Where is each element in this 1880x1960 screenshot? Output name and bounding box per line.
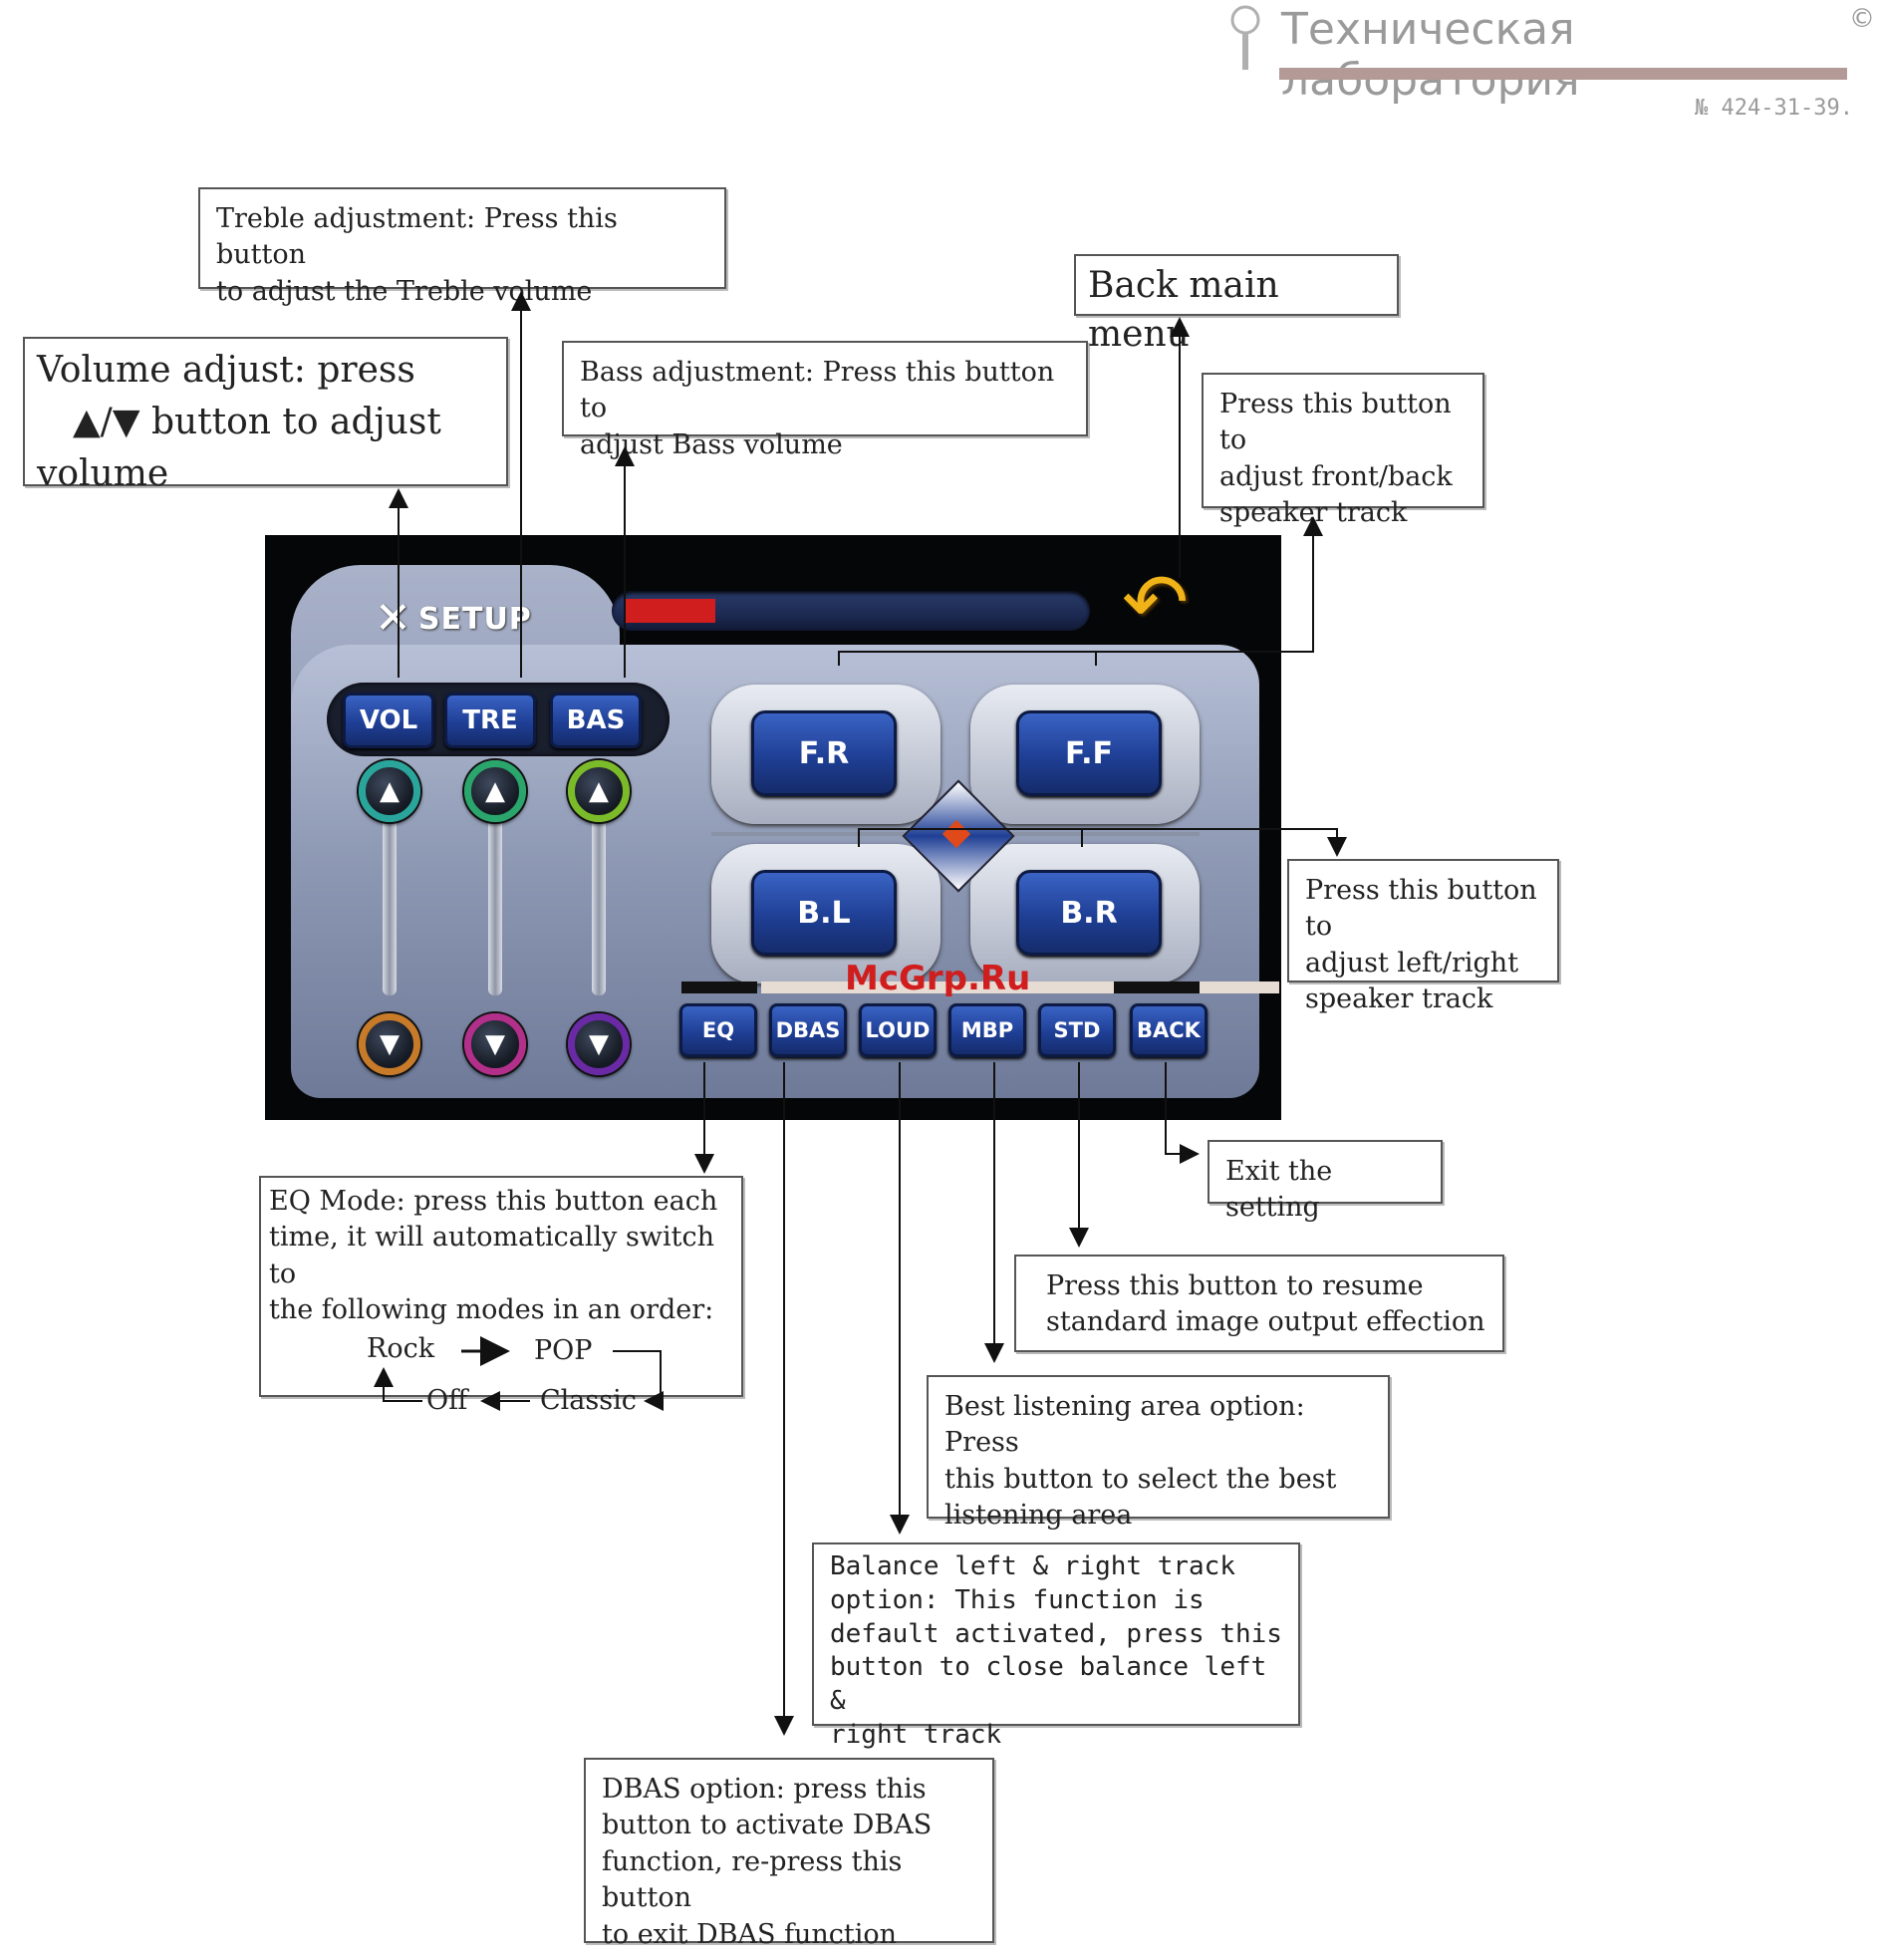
back-arrow-icon[interactable]: ↶: [1122, 556, 1190, 649]
setup-screen: ✕ SETUP ↶ VOL TRE BAS ▲ ▲ ▲ ▼ ▼ ▼ F.R F.…: [265, 535, 1281, 1120]
callout-dbas-line: function, re-press this button: [602, 1845, 903, 1914]
callout-bass: Bass adjustment: Press this button to ad…: [562, 341, 1088, 460]
callout-left-right-line: Press this button to: [1305, 875, 1537, 943]
callout-bass-line: adjust Bass volume: [580, 428, 843, 460]
br-button[interactable]: B.R: [1016, 870, 1162, 956]
bas-button[interactable]: BAS: [550, 693, 642, 748]
vol-slider-track[interactable]: [383, 796, 397, 995]
lab-name: Техническая лаборатория: [1281, 4, 1580, 106]
callout-std-line: standard image output effection: [1046, 1306, 1485, 1338]
loud-button[interactable]: LOUD: [859, 1003, 937, 1057]
bas-up-button[interactable]: ▲: [568, 760, 630, 822]
strip-segment: [1200, 981, 1279, 993]
tre-down-button[interactable]: ▼: [464, 1013, 526, 1075]
callout-back-main-menu: Back main menu: [1074, 254, 1399, 355]
callout-loud-line: option: This function is: [830, 1584, 1205, 1615]
callout-mbp-line: this button to select the best: [944, 1463, 1337, 1495]
callout-treble: Treble adjustment: Press this button to …: [198, 187, 726, 307]
copyright-mark: ©: [1849, 4, 1875, 34]
callout-std: Press this button to resume standard ima…: [1014, 1255, 1504, 1352]
strip-segment: [761, 981, 1114, 993]
callout-front-back-line: adjust front/back: [1219, 460, 1453, 492]
mbp-button[interactable]: MBP: [948, 1003, 1026, 1057]
level-bar: [612, 591, 1090, 631]
setup-label: SETUP: [417, 601, 532, 637]
watermark: McGrp.Ru: [845, 959, 1031, 998]
bl-button[interactable]: B.L: [751, 870, 897, 956]
brand-header: Техническая лаборатория © № 424-31-39.: [1227, 4, 1875, 124]
strip-segment: [1114, 981, 1200, 993]
setup-title: ✕ SETUP: [375, 597, 532, 641]
callout-std-line: Press this button to resume: [1046, 1270, 1424, 1301]
callout-left-right: Press this button to adjust left/right s…: [1287, 859, 1559, 1014]
callout-eq: EQ Mode: press this button each time, it…: [259, 1176, 743, 1416]
tre-button[interactable]: TRE: [444, 693, 536, 748]
callout-eq-line: the following modes in an order:: [269, 1294, 714, 1326]
callout-volume-line: ▲/▼ button to adjust: [73, 402, 441, 443]
callout-loud-line: right track: [830, 1719, 1002, 1750]
fr-button[interactable]: F.R: [751, 710, 897, 796]
callout-volume-line: volume: [37, 453, 169, 495]
speaker-balance-pad: F.R F.F B.L B.R: [711, 685, 1200, 993]
eq-button[interactable]: EQ: [679, 1003, 757, 1057]
callout-eq-line: EQ Mode: press this button each: [269, 1186, 718, 1217]
eq-mode-off: Off: [426, 1384, 468, 1416]
callout-dbas-line: button to activate DBAS: [602, 1810, 933, 1841]
eq-mode-pop: POP: [534, 1334, 593, 1366]
vol-up-button[interactable]: ▲: [359, 760, 420, 822]
callout-front-back-line: speaker track: [1219, 497, 1408, 529]
dbas-button[interactable]: DBAS: [769, 1003, 847, 1057]
brand-rule: [1279, 68, 1847, 80]
callout-loud-line: button to close balance left &: [830, 1652, 1267, 1717]
callout-left-right-line: speaker track: [1305, 983, 1493, 1015]
callout-treble-line: to adjust the Treble volume: [216, 275, 593, 307]
callout-front-back: Press this button to adjust front/back s…: [1202, 373, 1484, 528]
eq-mode-classic: Classic: [540, 1384, 637, 1416]
callout-loud-line: default activated, press this: [830, 1618, 1282, 1649]
callout-dbas-line: DBAS option: press this: [602, 1774, 927, 1805]
phone-number: № 424-31-39.: [1695, 96, 1853, 121]
vol-down-button[interactable]: ▼: [359, 1013, 420, 1075]
level-bar-fill: [626, 599, 716, 623]
ff-button[interactable]: F.F: [1016, 710, 1162, 796]
callout-exit-text: Exit the setting: [1225, 1156, 1333, 1224]
callout-loud-line: Balance left & right track: [830, 1551, 1235, 1581]
eq-cycle-arrows: [374, 1335, 664, 1411]
callout-dbas: DBAS option: press this button to activa…: [584, 1758, 994, 1950]
strip-segment: [681, 981, 757, 993]
back-button[interactable]: BACK: [1130, 1003, 1208, 1057]
callout-left-right-line: adjust left/right: [1305, 947, 1519, 979]
bas-slider-track[interactable]: [592, 796, 606, 995]
callout-treble-line: Treble adjustment: Press this button: [216, 203, 618, 271]
eq-mode-rock: Rock: [367, 1332, 435, 1364]
pin-icon: [1230, 5, 1260, 70]
callout-volume-line: Volume adjust: press: [37, 350, 415, 391]
callout-mbp-line: Best listening area option: Press: [944, 1391, 1305, 1459]
callout-back-main-menu-text: Back main menu: [1088, 265, 1279, 355]
eq-mode-cycle: Rock POP Classic Off: [269, 1331, 733, 1416]
callout-loud: Balance left & right track option: This …: [812, 1542, 1300, 1750]
tools-icon: ✕: [375, 593, 412, 644]
callout-front-back-line: Press this button to: [1219, 389, 1452, 456]
callout-volume: Volume adjust: press ▲/▼ button to adjus…: [23, 337, 508, 494]
callout-dbas-line: to exit DBAS function: [602, 1918, 898, 1950]
tre-up-button[interactable]: ▲: [464, 760, 526, 822]
callout-mbp-line: listening area: [944, 1500, 1133, 1532]
callout-bass-line: Bass adjustment: Press this button to: [580, 357, 1055, 424]
vol-button[interactable]: VOL: [343, 693, 434, 748]
tre-slider-track[interactable]: [488, 796, 502, 995]
bas-down-button[interactable]: ▼: [568, 1013, 630, 1075]
std-button[interactable]: STD: [1038, 1003, 1116, 1057]
callout-eq-line: time, it will automatically switch to: [269, 1222, 714, 1289]
callout-exit: Exit the setting: [1208, 1140, 1443, 1223]
callout-mbp: Best listening area option: Press this b…: [927, 1375, 1390, 1531]
